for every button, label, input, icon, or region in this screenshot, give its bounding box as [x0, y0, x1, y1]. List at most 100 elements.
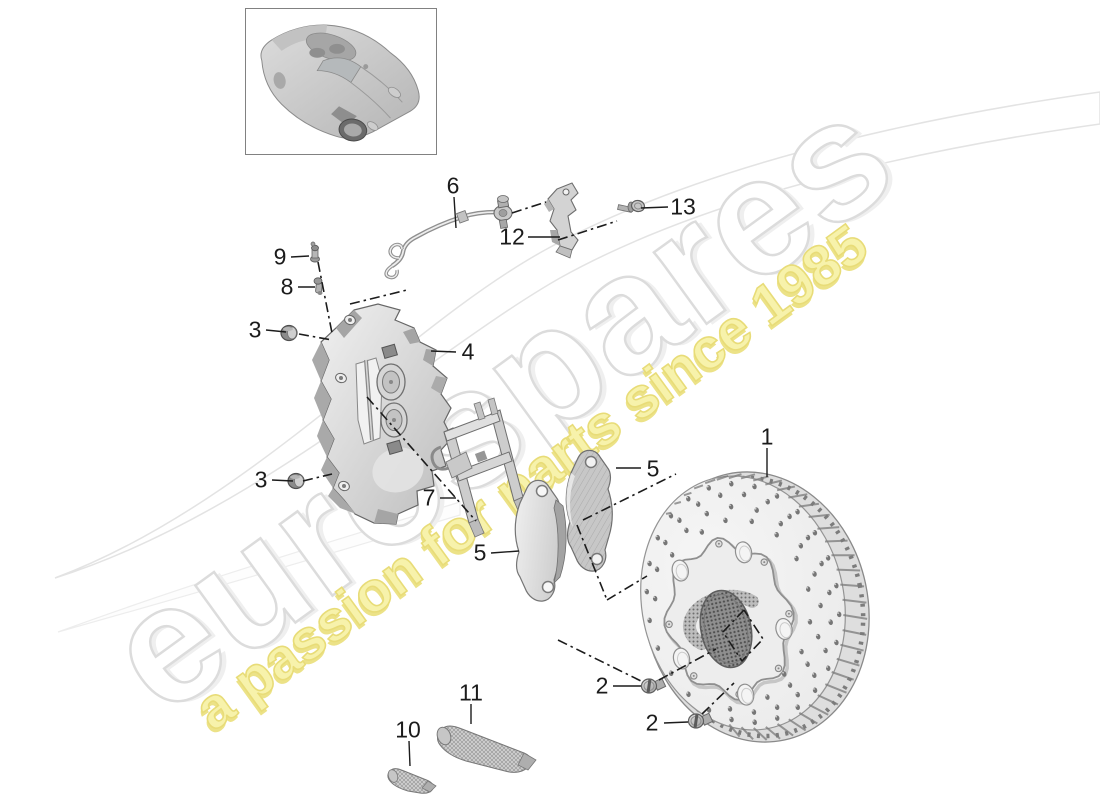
- assembly-line: [302, 473, 333, 482]
- vent-slot: [842, 598, 867, 604]
- screw-slot: [646, 679, 652, 693]
- callout-leader: [430, 350, 457, 353]
- vent-slot: [808, 513, 830, 519]
- callout-2[interactable]: 2: [595, 672, 609, 699]
- assembly-line: [349, 289, 408, 305]
- assembly-outline: [721, 609, 765, 663]
- vent-slot: [776, 723, 794, 737]
- callout-leader: [408, 740, 411, 767]
- vent-slot: [817, 694, 839, 706]
- callout-leader: [265, 329, 287, 333]
- car-headlight: [387, 86, 401, 98]
- vent-slot: [776, 485, 796, 492]
- car-body: [260, 24, 420, 142]
- assembly-line: [557, 639, 644, 683]
- assembly-line: [576, 524, 608, 601]
- bracket-hole: [562, 188, 570, 196]
- pad-ear-hole: [590, 552, 604, 566]
- brake-pad-left[interactable]: [514, 479, 567, 602]
- callout-11[interactable]: 11: [459, 679, 483, 706]
- hose-clip: [455, 210, 469, 224]
- vehicle-thumbnail-box: [245, 8, 437, 155]
- vehicle-illustration: [260, 24, 420, 142]
- car-mirror: [363, 64, 369, 70]
- vent-slot: [740, 473, 756, 480]
- brake-pad-right[interactable]: [565, 449, 613, 572]
- vent-slot: [824, 683, 847, 694]
- callout-leader: [490, 550, 520, 554]
- callout-12[interactable]: 12: [499, 223, 525, 250]
- disc-set-screw-upper[interactable]: [640, 677, 667, 694]
- assembly-line: [298, 333, 333, 341]
- callout-leader: [290, 255, 310, 258]
- vent-slot: [728, 723, 741, 738]
- callout-10[interactable]: 10: [395, 716, 421, 743]
- bleeder-valve[interactable]: [310, 241, 320, 263]
- callout-13[interactable]: 13: [670, 193, 696, 220]
- callout-4[interactable]: 4: [461, 338, 475, 365]
- pad-ear-hole: [541, 580, 555, 594]
- vent-slot: [788, 718, 807, 732]
- grease-tube-small[interactable]: [387, 768, 437, 794]
- callout-3[interactable]: 3: [254, 466, 268, 493]
- vent-slot: [842, 629, 867, 636]
- cap-plug-lower[interactable]: [287, 472, 305, 490]
- vent-slot: [674, 501, 682, 505]
- disc-set-screw-lower[interactable]: [687, 712, 714, 729]
- vent-slot: [765, 479, 783, 486]
- callout-8[interactable]: 8: [280, 273, 294, 300]
- pad-ear-hole: [535, 484, 549, 498]
- cap-plug-upper[interactable]: [280, 324, 298, 342]
- vent-slot: [683, 491, 692, 497]
- brake-hose[interactable]: [384, 195, 513, 280]
- vent-slot: [825, 539, 848, 543]
- swoosh-band-secondary: [57, 501, 461, 633]
- vent-slot: [798, 711, 818, 725]
- callout-leader: [663, 721, 689, 724]
- callout-1[interactable]: 1: [760, 423, 774, 450]
- pad-retaining-spring[interactable]: [430, 397, 530, 538]
- assembly-line: [606, 575, 648, 601]
- vent-slot: [740, 726, 754, 740]
- callout-3[interactable]: 3: [248, 316, 262, 343]
- vent-slot: [753, 727, 768, 741]
- friction-edge: [553, 499, 567, 585]
- grease-tube-large[interactable]: [435, 725, 537, 773]
- vent-slot: [693, 484, 704, 490]
- pad-ear-hole: [584, 455, 598, 469]
- vent-slot: [704, 478, 716, 485]
- callout-5[interactable]: 5: [473, 539, 487, 566]
- brake-caliper[interactable]: [312, 303, 453, 525]
- callout-leader: [453, 196, 457, 229]
- vent-slot: [808, 703, 829, 716]
- vent-slot: [798, 502, 820, 508]
- vent-slot: [728, 473, 742, 480]
- vent-slot: [836, 657, 860, 667]
- assembly-line: [511, 201, 547, 214]
- vent-slot: [840, 643, 864, 652]
- vent-slot: [836, 568, 861, 572]
- car-seat-hump: [329, 43, 345, 54]
- callout-5[interactable]: 5: [646, 455, 660, 482]
- screw-slot: [693, 714, 699, 728]
- callout-7[interactable]: 7: [422, 484, 436, 511]
- brake-line-bracket[interactable]: [544, 182, 579, 259]
- callout-6[interactable]: 6: [446, 172, 460, 199]
- assembly-line: [317, 261, 333, 334]
- callout-9[interactable]: 9: [273, 243, 287, 270]
- vent-slot: [752, 475, 769, 482]
- brake-disc[interactable]: [618, 451, 894, 764]
- vent-slot: [831, 671, 855, 681]
- caliper-screw[interactable]: [313, 277, 323, 295]
- car-seat-hump: [309, 47, 326, 58]
- assembly-lines: [298, 201, 765, 715]
- assembly-line: [366, 396, 477, 522]
- assembly-line: [701, 682, 735, 715]
- callout-2[interactable]: 2: [645, 709, 659, 736]
- callout-leader: [271, 479, 294, 482]
- callout-leader: [640, 206, 669, 209]
- vent-slot: [665, 511, 672, 515]
- spring-clip: [430, 445, 460, 471]
